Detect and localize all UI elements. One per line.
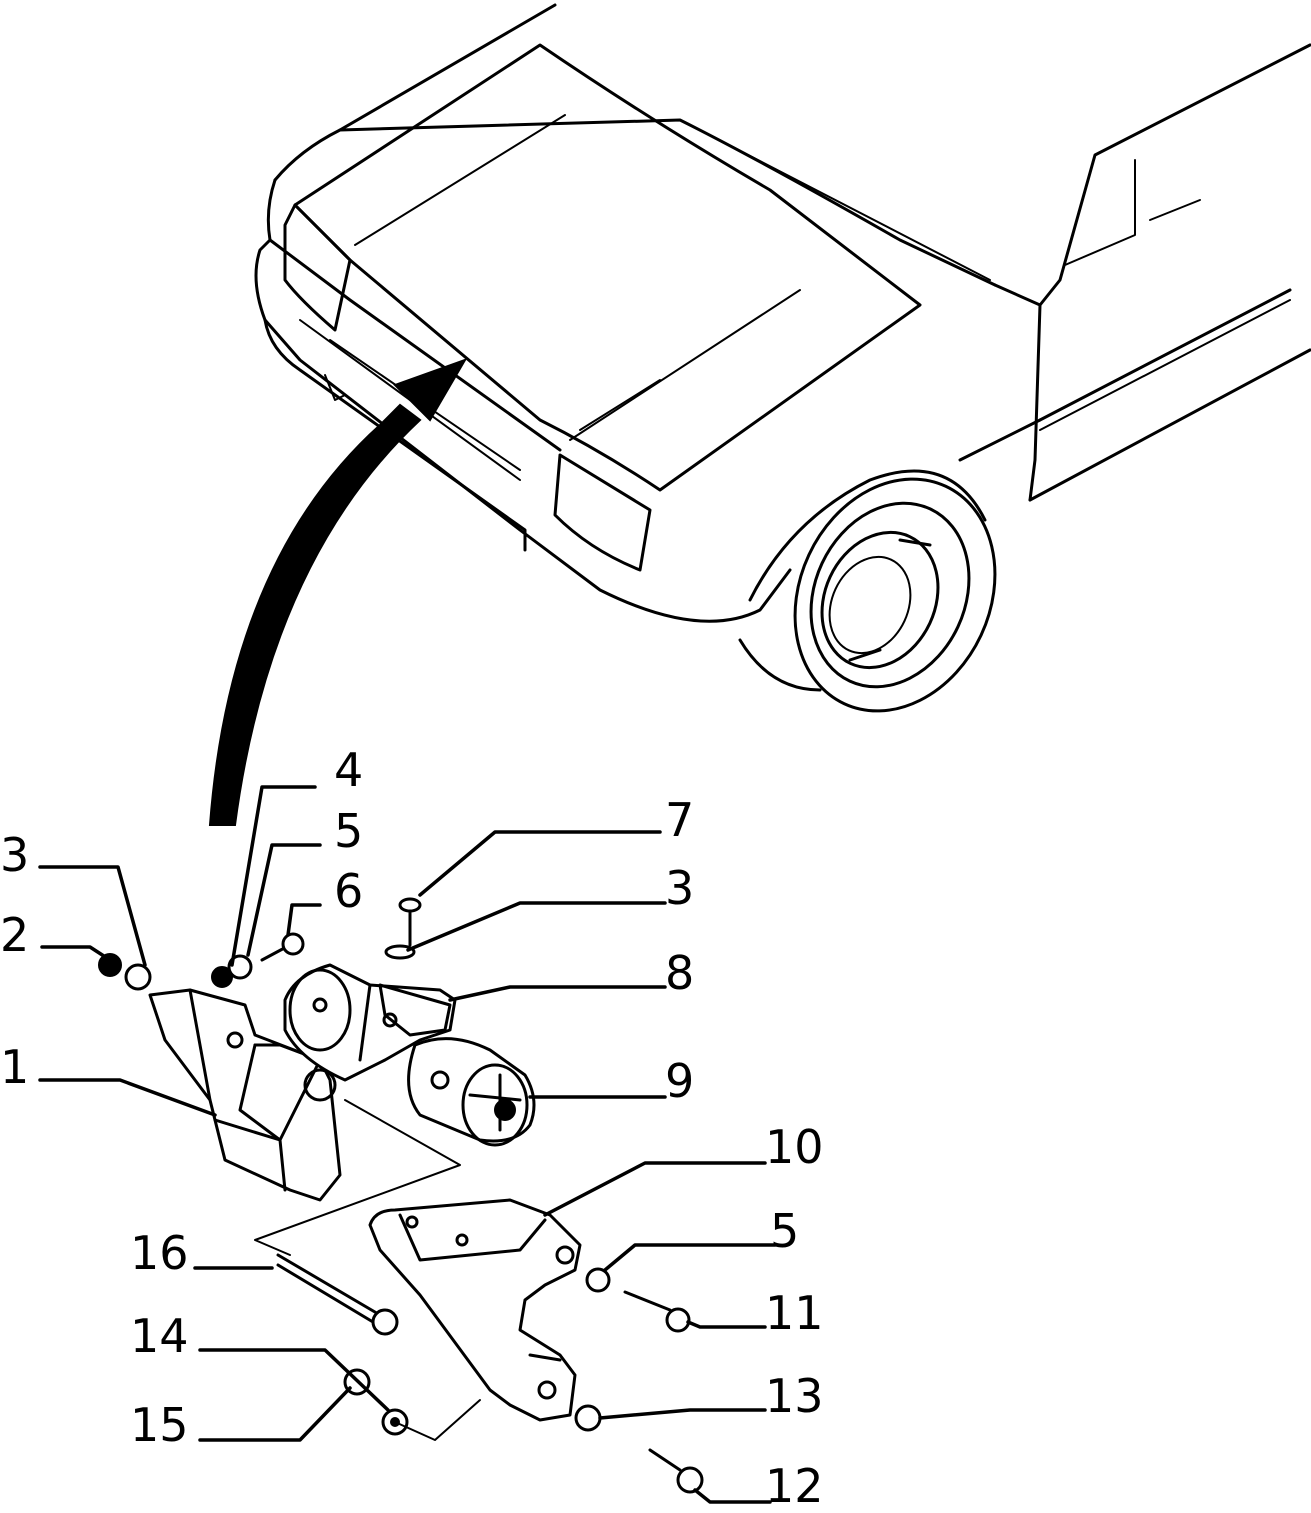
car-front-illustration — [254, 3, 1311, 713]
callout-5: 5 — [334, 804, 364, 858]
callout-1: 1 — [0, 1040, 30, 1094]
callout-2: 2 — [0, 908, 30, 962]
callout-3: 3 — [665, 861, 695, 915]
location-arrow — [208, 358, 468, 826]
callout-11: 11 — [765, 1286, 824, 1340]
leader-lines — [38, 785, 777, 1504]
callout-14: 14 — [130, 1309, 189, 1363]
callout-3: 3 — [0, 828, 30, 882]
callout-15: 15 — [130, 1398, 189, 1452]
callout-9: 9 — [665, 1054, 695, 1108]
callout-8: 8 — [665, 946, 695, 1000]
callout-10: 10 — [765, 1120, 824, 1174]
callout-7: 7 — [665, 793, 695, 847]
callout-4: 4 — [334, 743, 364, 797]
callout-6: 6 — [334, 864, 364, 918]
callout-5: 5 — [770, 1204, 800, 1258]
callout-16: 16 — [130, 1226, 189, 1280]
callout-12: 12 — [765, 1459, 824, 1513]
callout-13: 13 — [765, 1369, 824, 1423]
